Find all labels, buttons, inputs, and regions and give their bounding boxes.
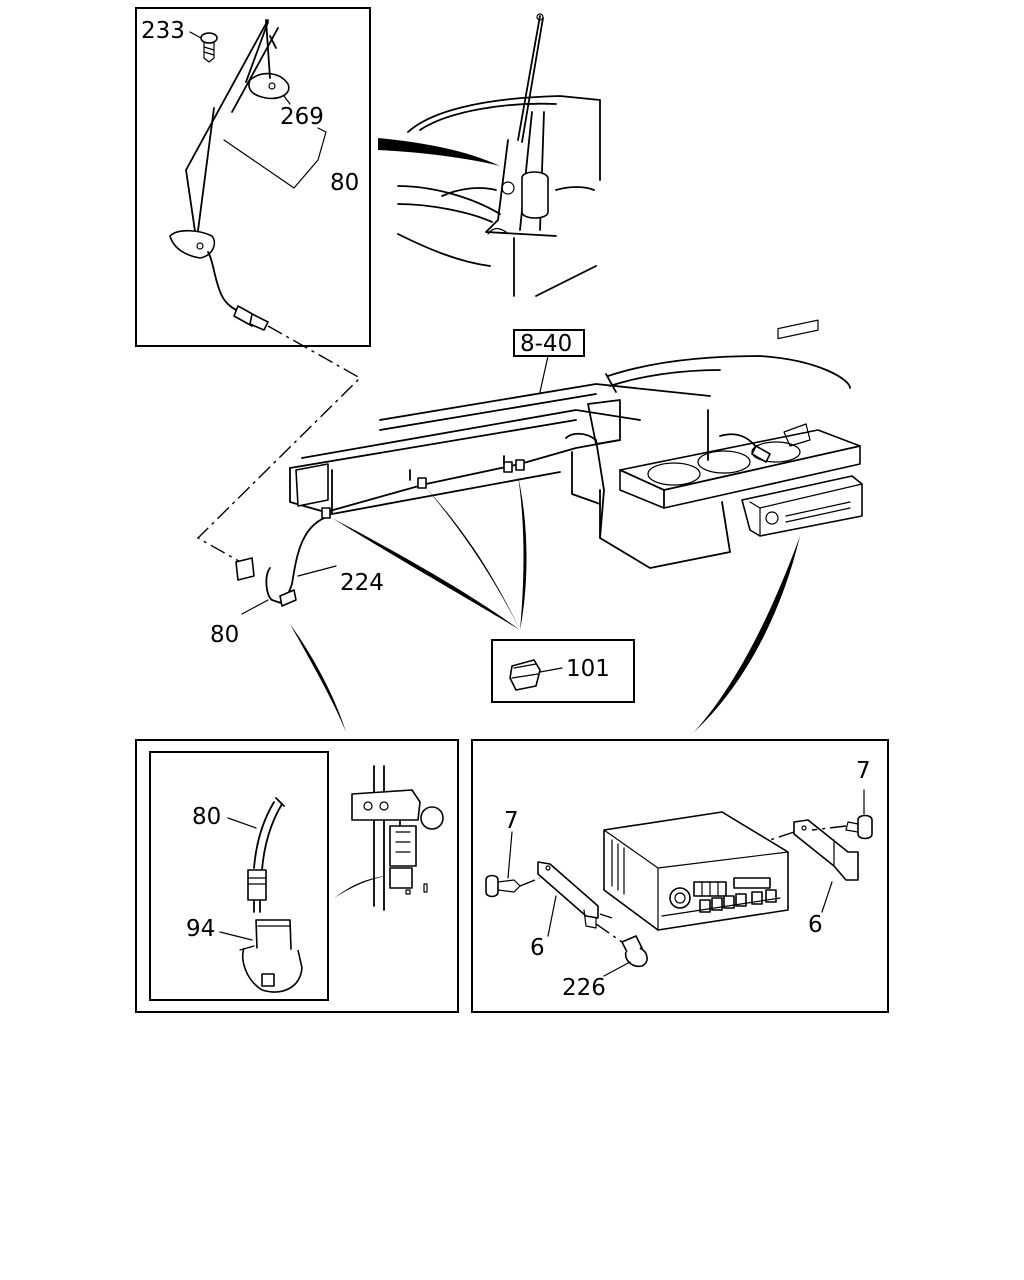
- label-233: 233: [141, 18, 185, 44]
- antenna-detail-panel: 233 269 80: [135, 7, 371, 347]
- vehicle-pillar-view: [378, 13, 601, 297]
- radio-mount-panel: 7 7 6 6 226: [471, 739, 889, 1013]
- plug-detail-panel: 80 94: [135, 739, 459, 1013]
- label-94: 94: [186, 916, 215, 942]
- label-269: 269: [280, 104, 324, 130]
- section-ref-label: 8-40: [520, 331, 572, 357]
- clip-101-callout: 101: [491, 639, 635, 703]
- label-101: 101: [566, 656, 610, 682]
- section-ref-box: [513, 329, 585, 357]
- antenna-detail-frame: [135, 7, 371, 347]
- pointer-to-plug-detail: [290, 624, 346, 732]
- plug-detail-frame: [135, 739, 459, 1013]
- antenna-leader-line: [196, 325, 362, 565]
- clip-pointer-sweeps: [332, 476, 527, 630]
- label-7-right: 7: [856, 758, 871, 784]
- plug-detail-inner-frame: [149, 751, 329, 1001]
- radio-mount-frame: [471, 739, 889, 1013]
- clip-box: [491, 639, 635, 703]
- label-7-left: 7: [504, 808, 519, 834]
- label-6-left: 6: [530, 935, 545, 961]
- callout-269-line: [283, 95, 291, 105]
- label-226: 226: [562, 975, 606, 1001]
- label-6-right: 6: [808, 912, 823, 938]
- callout-80-bracket: [223, 127, 327, 189]
- label-80-top: 80: [330, 170, 359, 196]
- screw-233-drawing: [189, 31, 218, 63]
- callout-224-line: [297, 565, 337, 577]
- label-224: 224: [340, 570, 384, 596]
- label-80-mid: 80: [210, 622, 239, 648]
- label-80-detail: 80: [192, 804, 221, 830]
- dashboard-drawing: 8-40: [235, 319, 863, 615]
- pointer-to-radio-detail: [694, 536, 800, 732]
- antenna-mast-drawing: [169, 19, 290, 331]
